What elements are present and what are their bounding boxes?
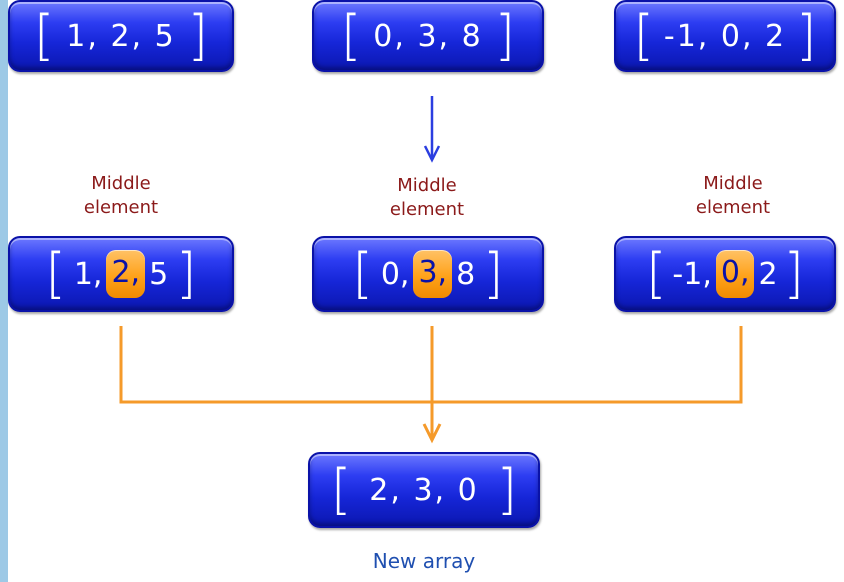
bracket-open: [ [34, 4, 55, 68]
bracket-open: [ [646, 242, 667, 306]
top-array-2: [ 0, 3, 8 ] [312, 0, 544, 72]
array-element: -1, [672, 256, 712, 292]
bracket-close: ] [496, 458, 517, 522]
left-accent-bar [0, 0, 8, 582]
bracket-open: [ [633, 4, 654, 68]
bracket-close: ] [494, 4, 515, 68]
down-arrow-head [423, 145, 441, 163]
bracket-open: [ [341, 4, 362, 68]
middle-element-label-1: Middle element [83, 173, 159, 219]
mid-array-3: [ -1, 0, 2 ] [614, 236, 836, 312]
bracket-close: ] [483, 242, 504, 306]
result-array: [ 2, 3, 0 ] [308, 452, 540, 528]
top-array-3: [ -1, 0, 2 ] [614, 0, 836, 72]
mid-array-2: [ 0, 3, 8 ] [312, 236, 544, 312]
middle-element-highlight: 3, [413, 250, 453, 298]
array-content: 1, 2, 5 [66, 18, 176, 54]
array-element: 5 [149, 256, 169, 292]
bracket-open: [ [331, 458, 352, 522]
array-element: 0, [380, 256, 410, 292]
collector-arrow-head [422, 423, 442, 444]
top-array-1: [ 1, 2, 5 ] [8, 0, 234, 72]
bracket-close: ] [783, 242, 804, 306]
middle-element-label-2: Middle element [389, 175, 465, 221]
array-element: 2 [758, 256, 778, 292]
new-array-label: New array [372, 549, 476, 573]
middle-element-label-3: Middle element [695, 173, 771, 219]
bracket-open: [ [45, 242, 66, 306]
array-content: -1, 0, 2 [663, 18, 787, 54]
mid-array-1: [ 1, 2, 5 ] [8, 236, 234, 312]
bracket-open: [ [352, 242, 373, 306]
bracket-close: ] [176, 242, 197, 306]
middle-element-highlight: 0, [715, 250, 755, 298]
array-content: 2, 3, 0 [369, 472, 479, 508]
array-element: 8 [456, 256, 476, 292]
bracket-close: ] [187, 4, 208, 68]
array-element: 1, [73, 256, 103, 292]
array-content: 0, 3, 8 [373, 18, 483, 54]
bracket-close: ] [796, 4, 817, 68]
middle-element-highlight: 2, [106, 250, 146, 298]
